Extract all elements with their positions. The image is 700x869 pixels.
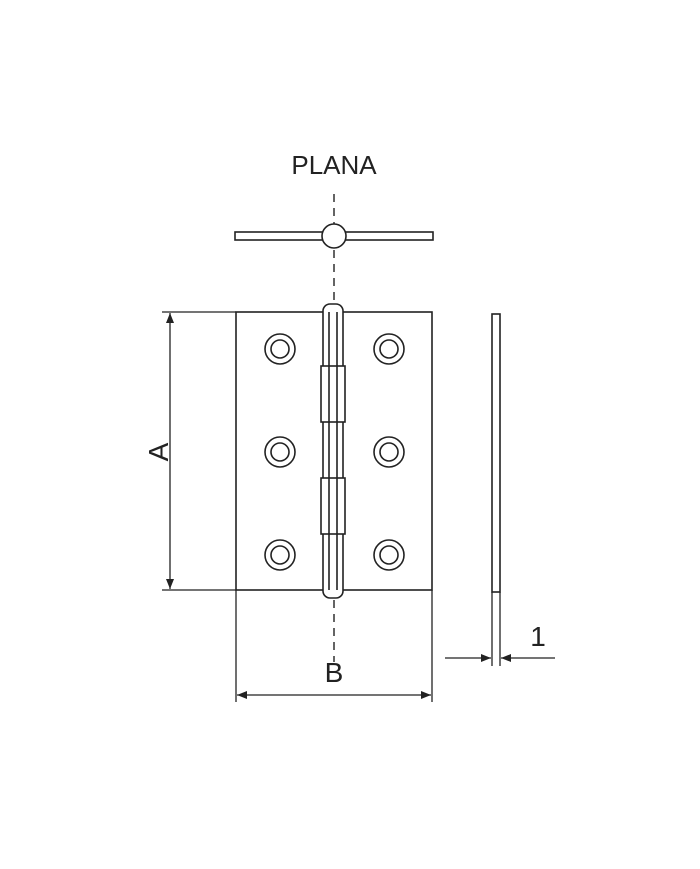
- dimension-b-label: B: [325, 657, 344, 688]
- screw-hole: [373, 333, 405, 365]
- front-view: [235, 303, 433, 662]
- screw-hole: [264, 333, 296, 365]
- dimension-a-label: A: [143, 442, 174, 461]
- screw-hole: [373, 436, 405, 468]
- knuckle-segment: [320, 477, 346, 535]
- screw-hole: [264, 539, 296, 571]
- dimension-b: B: [235, 590, 433, 702]
- side-plate: [491, 313, 501, 593]
- screw-hole: [373, 539, 405, 571]
- dimension-thickness: 1: [445, 592, 555, 666]
- top-knuckle: [321, 223, 347, 249]
- top-view-label: PLANA: [291, 150, 377, 180]
- top-leaf-left: [234, 231, 324, 241]
- hinge-pin: [322, 303, 344, 599]
- knuckle-segment: [320, 365, 346, 423]
- screw-hole: [264, 436, 296, 468]
- side-view: [491, 313, 501, 593]
- dimension-thickness-label: 1: [530, 621, 546, 652]
- dimension-a: A: [143, 311, 236, 591]
- top-leaf-right: [344, 231, 434, 241]
- top-view: PLANA: [234, 150, 434, 312]
